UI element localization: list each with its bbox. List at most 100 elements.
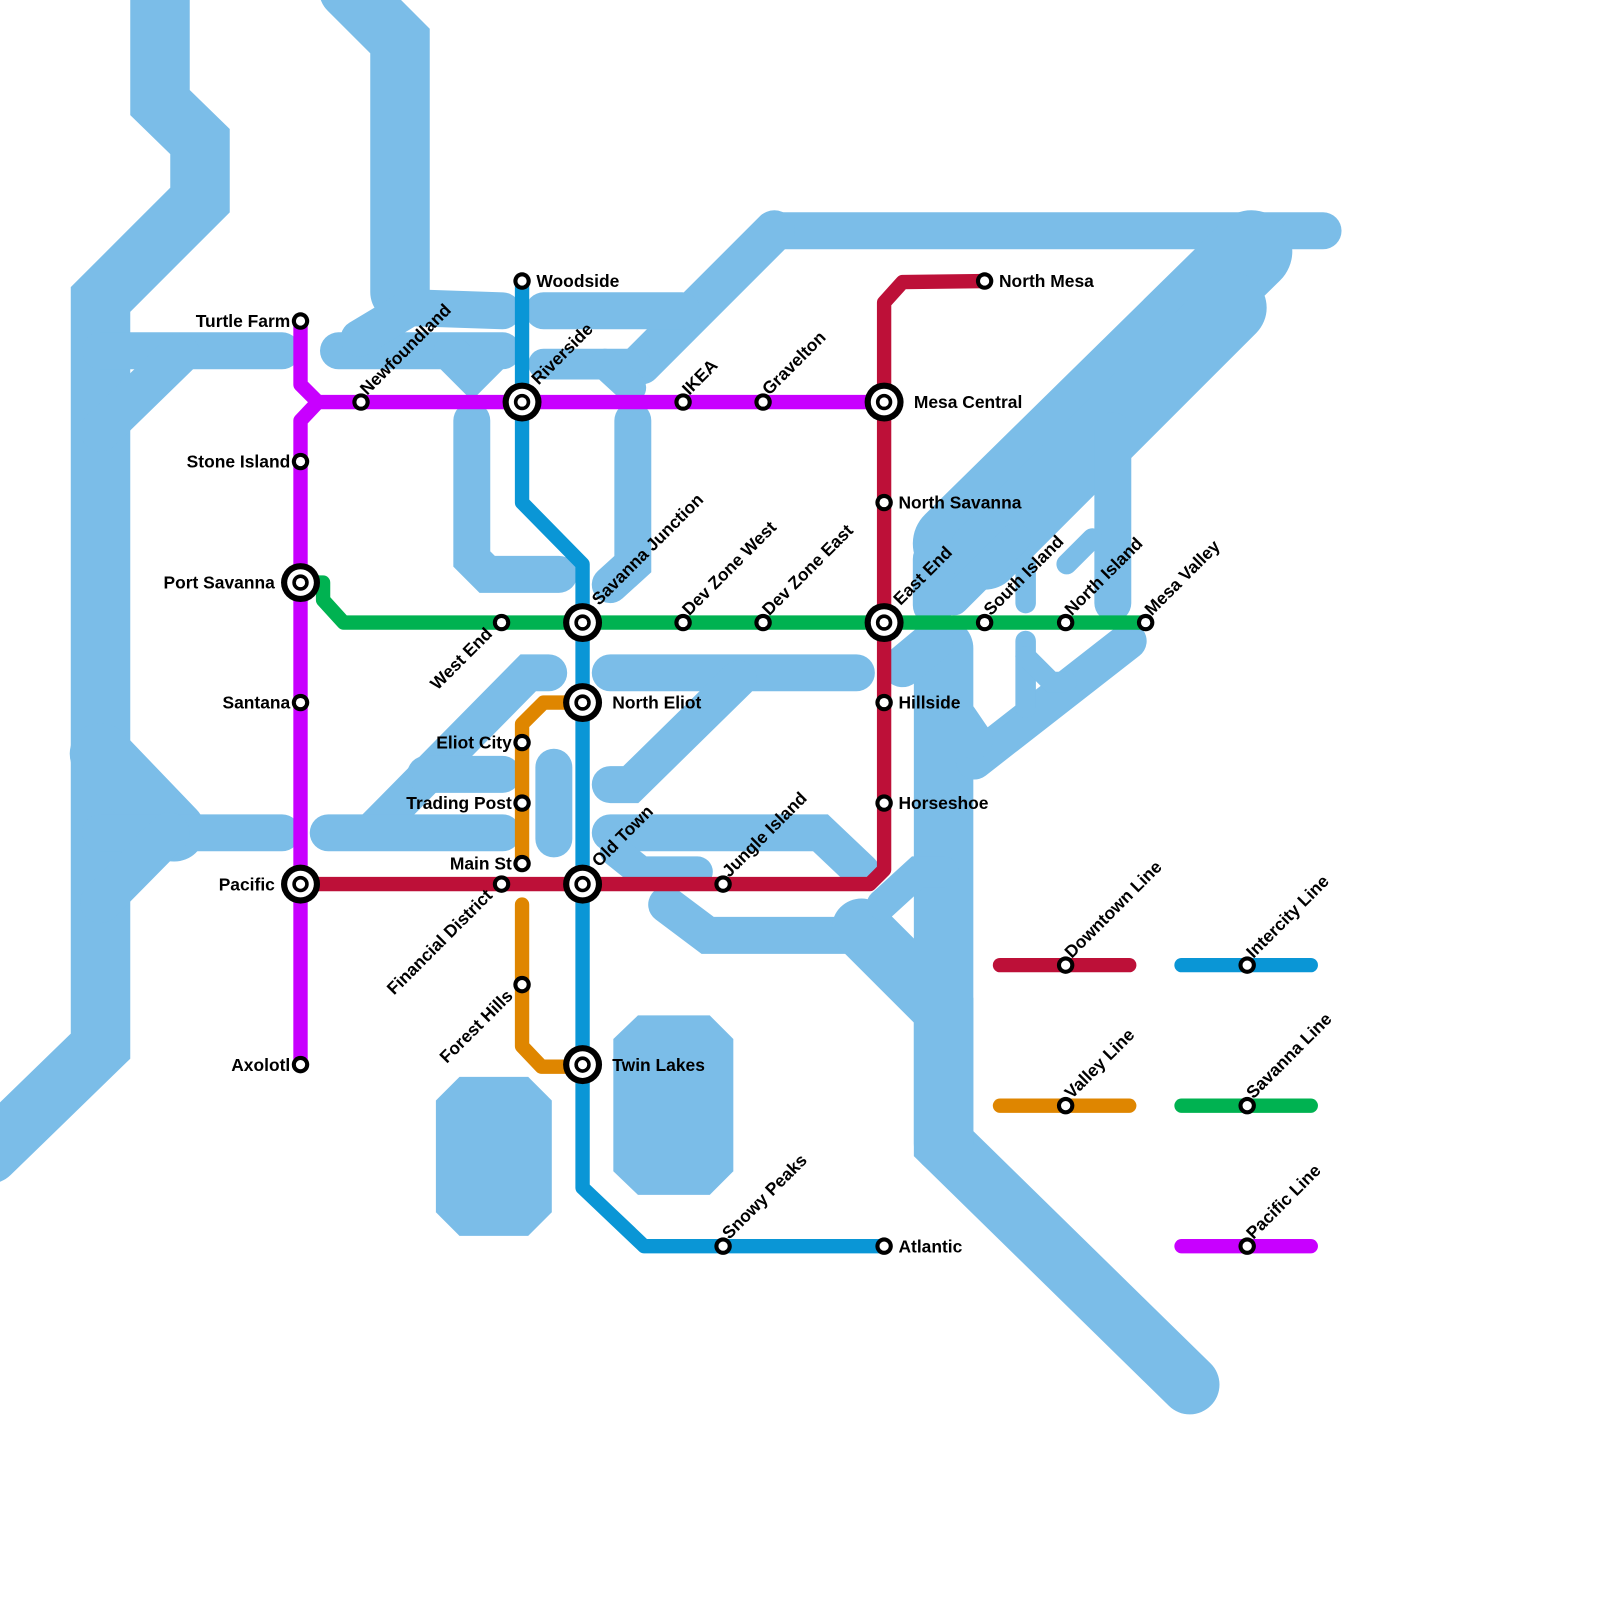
station-marker-center [295, 456, 306, 467]
pacific-line [293, 394, 326, 1072]
station-label: Twin Lakes [612, 1055, 705, 1075]
station-marker-center [758, 397, 768, 407]
station-label: Trading Post [406, 793, 512, 813]
station-marker-center [356, 397, 366, 407]
water-body [938, 523, 1031, 616]
station-horseshoe[interactable]: Horseshoe [875, 793, 989, 813]
station-santana[interactable]: Santana [222, 693, 310, 713]
station-north-savanna[interactable]: North Savanna [875, 493, 1022, 513]
station-stone-island[interactable]: Stone Island [187, 452, 310, 472]
station-marker-center [980, 617, 990, 628]
station-turtle-farm[interactable]: Turtle Farm [196, 311, 310, 331]
station-marker-center [879, 497, 889, 508]
water-body [340, 289, 522, 357]
station-label: Financial District [383, 885, 497, 999]
station-main-st[interactable]: Main St [450, 854, 531, 874]
water-body [0, 0, 230, 1182]
water-body [600, 835, 713, 888]
lake [435, 1076, 552, 1236]
station-marker-center [879, 798, 889, 808]
legend-item-intercity: Intercity Line [1174, 871, 1333, 974]
station-label: North Savanna [898, 493, 1021, 513]
legend-marker-center [1242, 960, 1252, 970]
legend-label: Savanna Line [1242, 1009, 1336, 1103]
station-marker-center [678, 617, 688, 628]
station-marker-center [758, 617, 768, 628]
legend-item-downtown: Downtown Line [992, 856, 1166, 974]
station-atlantic[interactable]: Atlantic [875, 1236, 963, 1256]
station-interchange-center [879, 397, 889, 407]
legend-label: Intercity Line [1242, 871, 1333, 962]
station-label: Woodside [536, 271, 619, 291]
legend-marker-center [1242, 1101, 1252, 1111]
station-marker-center [517, 858, 527, 869]
station-mesa-valley[interactable]: Mesa Valley [1136, 536, 1224, 632]
lake [613, 1015, 734, 1195]
station-label: IKEA [678, 355, 722, 399]
station-marker-center [718, 1241, 728, 1251]
station-marker-center [517, 980, 527, 990]
station-label: Horseshoe [898, 793, 988, 813]
station-mesa-central[interactable]: Mesa Central [864, 382, 1023, 422]
station-marker-center [1061, 617, 1071, 628]
water-body [453, 402, 578, 593]
water-body [591, 814, 880, 891]
water-body [648, 886, 886, 954]
water-body [866, 856, 959, 920]
station-label: North Eliot [612, 693, 701, 713]
station-label: West End [426, 624, 496, 694]
water-body [882, 620, 954, 688]
station-north-mesa[interactable]: North Mesa [975, 271, 1094, 291]
station-interchange-center [577, 697, 588, 708]
station-pacific[interactable]: Pacific [219, 864, 320, 904]
water-body [620, 210, 795, 385]
station-axolotl[interactable]: Axolotl [231, 1055, 310, 1075]
station-label: Eliot City [436, 733, 512, 753]
station-marker-center [295, 1060, 306, 1070]
station-label: Forest Hills [435, 986, 516, 1067]
station-label: Turtle Farm [196, 311, 291, 331]
legend-marker-center [1242, 1241, 1252, 1251]
station-label: Axolotl [231, 1055, 290, 1075]
water-body [1056, 528, 1103, 575]
station-interchange-center [295, 879, 306, 889]
station-label: Main St [450, 854, 512, 874]
water-body [1015, 646, 1077, 693]
water-layer [0, 0, 1342, 1415]
station-label: Mesa Valley [1140, 536, 1224, 620]
station-label: Hillside [898, 693, 960, 713]
station-interchange-center [577, 879, 588, 889]
station-marker-center [718, 879, 728, 889]
legend-label: Valley Line [1060, 1024, 1138, 1102]
valley-line [514, 897, 590, 1074]
legend-item-valley: Valley Line [992, 1024, 1139, 1115]
station-marker-center [517, 737, 527, 748]
legend-label: Downtown Line [1060, 856, 1165, 961]
station-label: North Mesa [999, 271, 1094, 291]
station-interchange-center [577, 617, 588, 628]
station-marker-center [496, 617, 507, 628]
legend-item-savanna: Savanna Line [1174, 1009, 1336, 1115]
station-north-eliot[interactable]: North Eliot [563, 683, 702, 723]
station-hillside[interactable]: Hillside [875, 693, 961, 713]
station-marker-center [517, 798, 527, 808]
station-label: Port Savanna [164, 573, 276, 593]
water-body [955, 622, 1147, 780]
station-marker-center [879, 1241, 889, 1251]
station-financial-district[interactable]: Financial District [383, 875, 511, 999]
station-woodside[interactable]: Woodside [513, 271, 620, 291]
water-body [591, 402, 652, 604]
station-port-savanna[interactable]: Port Savanna [164, 563, 320, 603]
station-marker-center [496, 879, 507, 889]
water-body [321, 0, 430, 323]
station-marker-center [295, 697, 306, 708]
station-trading-post[interactable]: Trading Post [406, 793, 531, 813]
legend-marker-center [1061, 960, 1071, 970]
legend-marker-center [1061, 1101, 1071, 1111]
station-twin-lakes[interactable]: Twin Lakes [563, 1045, 705, 1085]
station-eliot-city[interactable]: Eliot City [436, 733, 531, 753]
pacific-line [293, 313, 892, 410]
downtown-line [293, 273, 992, 892]
